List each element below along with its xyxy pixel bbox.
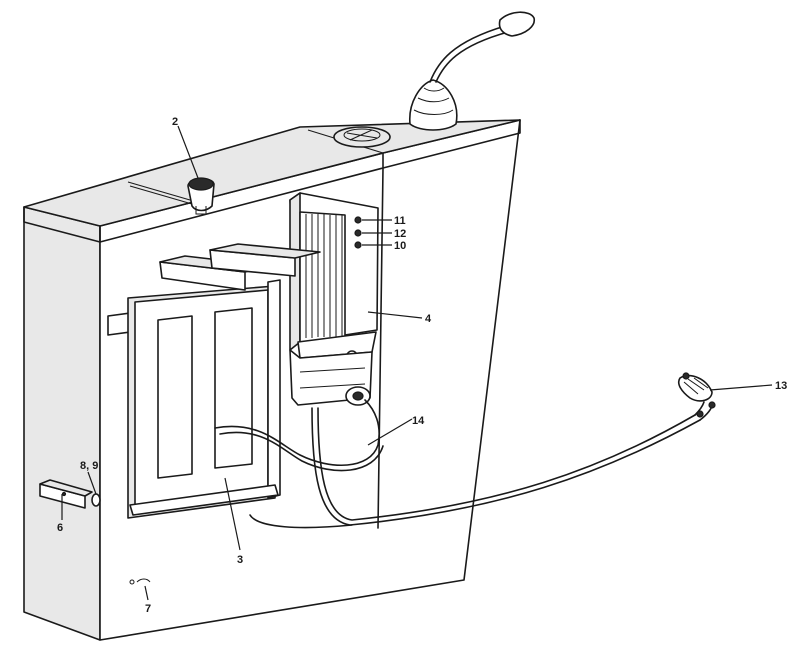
part-13-plug <box>677 372 713 402</box>
joystick <box>409 11 536 131</box>
callout-3: 3 <box>237 554 243 566</box>
leader-lines <box>61 125 773 601</box>
part-4-controller <box>289 192 379 362</box>
callout-10: 10 <box>394 240 406 252</box>
lower-bracket <box>289 349 373 406</box>
callout-13: 13 <box>775 380 787 392</box>
callout-8-9: 8, 9 <box>80 460 98 472</box>
part-7-clip <box>129 578 151 585</box>
callout-labels: 2 3 4 6 7 8, 9 10 11 12 13 14 <box>57 116 787 615</box>
callout-11: 11 <box>394 215 406 227</box>
top-cap <box>333 126 391 148</box>
cable-13 <box>311 401 716 526</box>
callout-14: 14 <box>412 415 425 427</box>
callout-6: 6 <box>57 522 63 534</box>
cabinet <box>23 119 521 641</box>
part-14-cable <box>214 399 384 529</box>
callout-12: 12 <box>394 228 406 240</box>
part-3-panel <box>127 243 321 519</box>
callout-7: 7 <box>145 603 151 615</box>
part-2-socket <box>187 177 215 215</box>
callout-2: 2 <box>172 116 178 128</box>
callout-4: 4 <box>425 313 432 325</box>
